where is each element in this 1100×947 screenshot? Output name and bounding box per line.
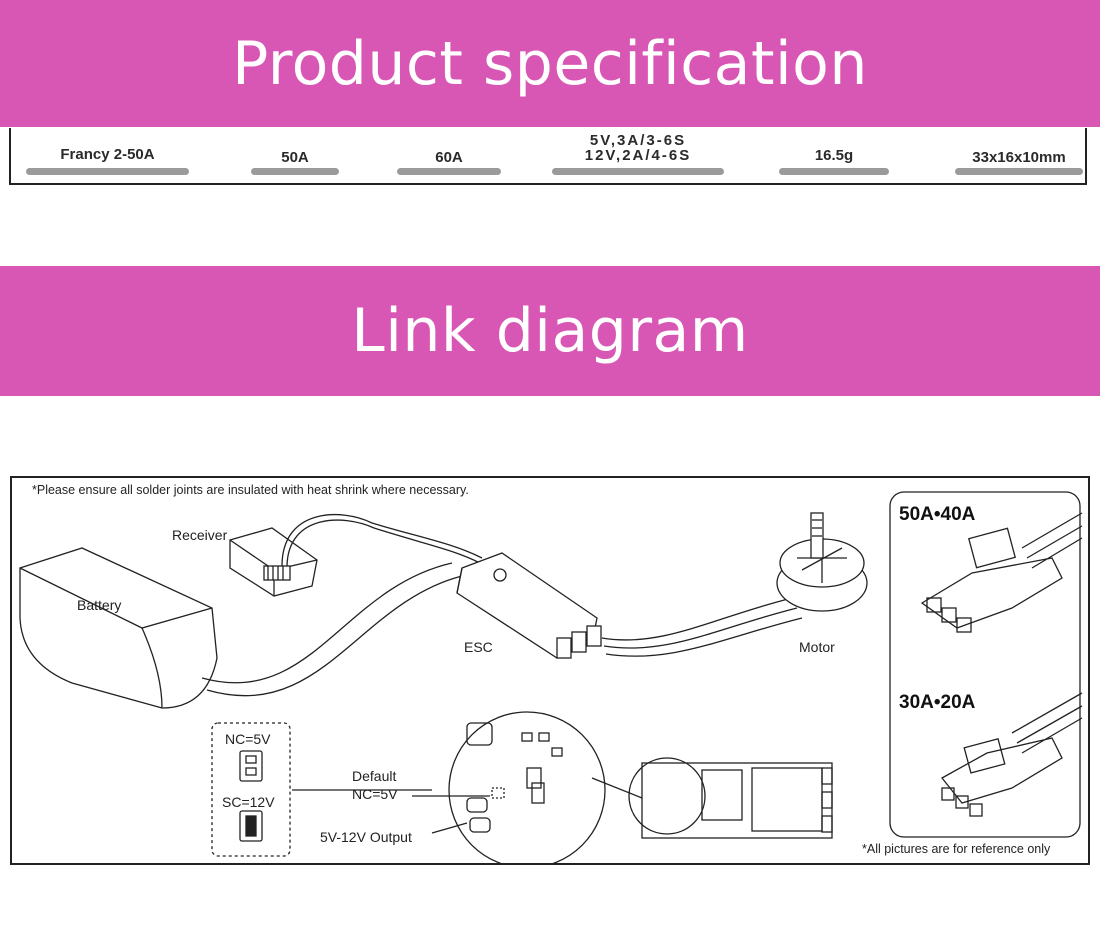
variant-30a-20a-label: 30A•20A	[899, 692, 976, 713]
esc-50a-40a-illustration	[920, 512, 1083, 633]
pad-box	[211, 722, 291, 857]
spec-weight: 16.5g	[814, 147, 854, 164]
nc-label: NC=5V	[225, 731, 271, 747]
default-nc-label: NC=5V	[352, 786, 398, 802]
sc-label: SC=12V	[222, 794, 275, 810]
battery-label: Battery	[77, 597, 122, 613]
spec-bar	[779, 168, 889, 175]
variant-50a-40a-label: 50A•40A	[899, 504, 976, 525]
spec-bar	[552, 168, 724, 175]
spec-burst-current: 60A	[435, 149, 463, 166]
spec-bar	[251, 168, 339, 175]
output-label: 5V-12V Output	[320, 829, 412, 845]
variants-panel	[889, 491, 1081, 838]
spec-weight-cell: 16.5g	[779, 128, 889, 183]
spec-bar	[955, 168, 1083, 175]
motor-label: Motor	[799, 639, 835, 655]
spec-current-cell: 50A	[251, 128, 339, 183]
esc-label: ESC	[464, 639, 493, 655]
link-diagram: *Please ensure all solder joints are ins…	[10, 476, 1090, 865]
spec-bec-line2: 12V,2A/4-6S	[584, 147, 692, 164]
wiring-drawing	[19, 491, 1083, 863]
spec-size: 33x16x10mm	[972, 149, 1066, 166]
spec-burst-cell: 60A	[397, 128, 501, 183]
battery-illustration	[19, 547, 218, 709]
product-specification-title: Product specification	[232, 28, 868, 99]
solder-note: *Please ensure all solder joints are ins…	[32, 483, 469, 497]
spec-table: Francy 2-50A 50A 60A 5V,3A/3-6S 12V,2A/4…	[9, 128, 1087, 185]
product-specification-banner: Product specification	[0, 0, 1100, 127]
reference-note: *All pictures are for reference only	[862, 842, 1051, 856]
motor-illustration	[776, 512, 868, 612]
default-label: Default	[352, 768, 397, 784]
link-diagram-title: Link diagram	[351, 296, 749, 366]
spec-model: Francy 2-50A	[60, 146, 155, 163]
spec-size-cell: 33x16x10mm	[955, 128, 1083, 183]
link-diagram-banner: Link diagram	[0, 266, 1100, 396]
spec-bec-cell: 5V,3A/3-6S 12V,2A/4-6S	[552, 128, 724, 183]
spec-bar	[26, 168, 189, 175]
spec-model-cell: Francy 2-50A	[26, 128, 189, 183]
spec-continuous-current: 50A	[281, 149, 309, 166]
esc-illustration	[456, 552, 602, 659]
spec-bec-line1: 5V,3A/3-6S	[589, 132, 687, 149]
receiver-label: Receiver	[172, 527, 228, 543]
spec-bar	[397, 168, 501, 175]
esc-30a-20a-illustration	[941, 692, 1083, 817]
receiver-illustration	[229, 527, 318, 597]
